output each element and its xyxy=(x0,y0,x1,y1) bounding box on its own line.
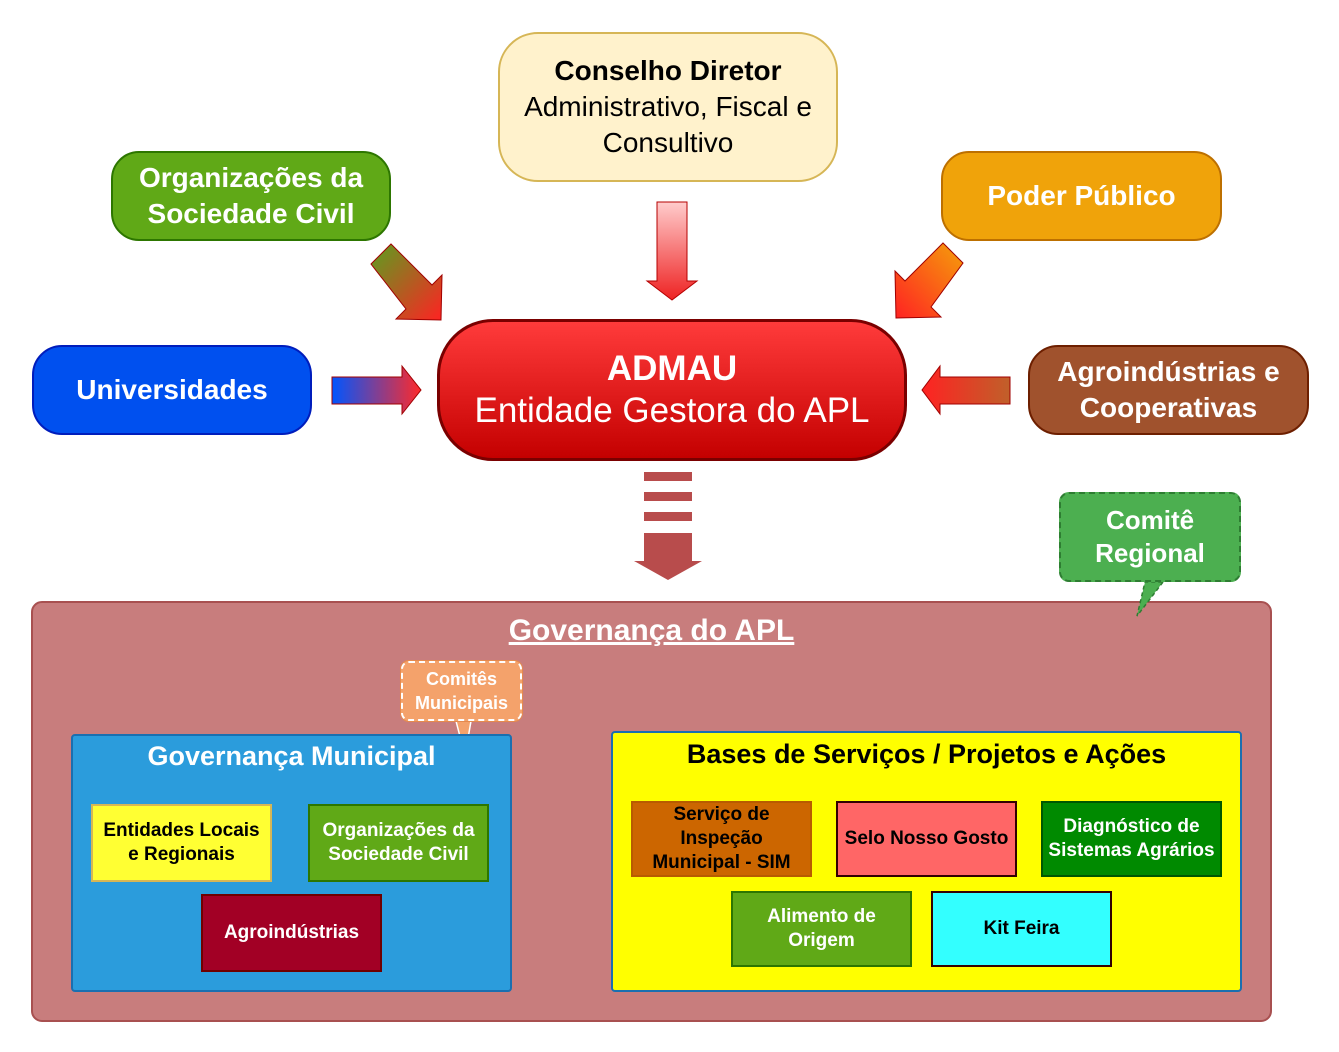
comite-regional-line1: Comitê xyxy=(1105,505,1195,535)
diagnostico-box: Diagnóstico de Sistemas Agrários xyxy=(1041,801,1222,877)
selo-label: Selo Nosso Gosto xyxy=(844,828,1009,849)
osc-municipal-box: Organizações da Sociedade Civil xyxy=(308,804,489,882)
sim-line2: Inspeção xyxy=(680,828,763,849)
sim-line3: Municipal - SIM xyxy=(652,852,791,873)
selo-nosso-gosto-box: Selo Nosso Gosto xyxy=(836,801,1017,877)
kit-feira-box: Kit Feira xyxy=(931,891,1112,967)
arrow-universidades-right xyxy=(331,364,422,416)
comite-regional-bubble: Comitê Regional xyxy=(1059,492,1241,582)
entidades-locais-box: Entidades Locais e Regionais xyxy=(91,804,272,882)
conselho-title: Conselho Diretor xyxy=(554,55,782,86)
diag-line2: Sistemas Agrários xyxy=(1048,840,1215,861)
poder-label: Poder Público xyxy=(987,180,1176,211)
conselho-diretor-node: Conselho Diretor Administrativo, Fiscal … xyxy=(498,32,838,182)
arrow-conselho-down xyxy=(645,201,699,301)
arrow-agro-left xyxy=(921,364,1011,416)
universidades-node: Universidades xyxy=(32,345,312,435)
diag-line1: Diagnóstico de xyxy=(1063,816,1200,837)
osc-municipal-line1: Organizações da xyxy=(322,820,475,841)
arrow-admau-down xyxy=(634,472,702,580)
agroindustrias-node: Agroindústrias e Cooperativas xyxy=(1028,345,1309,435)
entidades-line1: Entidades Locais xyxy=(103,820,260,841)
comite-regional-line2: Regional xyxy=(1095,538,1205,568)
conselho-line1: Administrativo, Fiscal e xyxy=(524,91,812,122)
agro-line1: Agroindústrias e xyxy=(1057,356,1280,387)
alimento-line1: Alimento de xyxy=(767,906,876,927)
alimento-origem-box: Alimento de Origem xyxy=(731,891,912,967)
arrow-osc-diagonal xyxy=(370,243,443,321)
agroindustrias-municipal-box: Agroindústrias xyxy=(201,894,382,972)
admau-title: ADMAU xyxy=(606,349,738,388)
osc-line2: Sociedade Civil xyxy=(147,198,355,229)
universidades-label: Universidades xyxy=(76,374,268,405)
admau-subtitle: Entidade Gestora do APL xyxy=(474,391,870,430)
governance-title: Governança do APL xyxy=(508,614,795,647)
sim-line1: Serviço de xyxy=(673,804,770,825)
bases-servicos-title: Bases de Serviços / Projetos e Ações xyxy=(686,739,1167,769)
sim-box: Serviço de Inspeção Municipal - SIM xyxy=(631,801,812,877)
admau-node: ADMAU Entidade Gestora do APL xyxy=(437,319,907,461)
conselho-line2: Consultivo xyxy=(602,127,734,158)
governanca-municipal-title: Governança Municipal xyxy=(147,741,436,771)
alimento-line2: Origem xyxy=(788,930,855,951)
comites-municipais-line1: Comitês xyxy=(425,669,497,689)
osc-line1: Organizações da xyxy=(138,162,364,193)
comites-municipais-bubble: Comitês Municipais xyxy=(401,661,522,721)
arrow-poder-diagonal xyxy=(894,242,964,319)
comite-regional-tail xyxy=(1136,581,1165,617)
agro-municipal-label: Agroindústrias xyxy=(223,922,360,943)
osc-municipal-line2: Sociedade Civil xyxy=(328,844,469,865)
osc-node: Organizações da Sociedade Civil xyxy=(111,151,391,241)
kit-label: Kit Feira xyxy=(983,918,1060,939)
comites-municipais-line2: Municipais xyxy=(414,693,508,713)
poder-publico-node: Poder Público xyxy=(941,151,1222,241)
agro-line2: Cooperativas xyxy=(1079,392,1258,423)
entidades-line2: e Regionais xyxy=(128,844,235,865)
